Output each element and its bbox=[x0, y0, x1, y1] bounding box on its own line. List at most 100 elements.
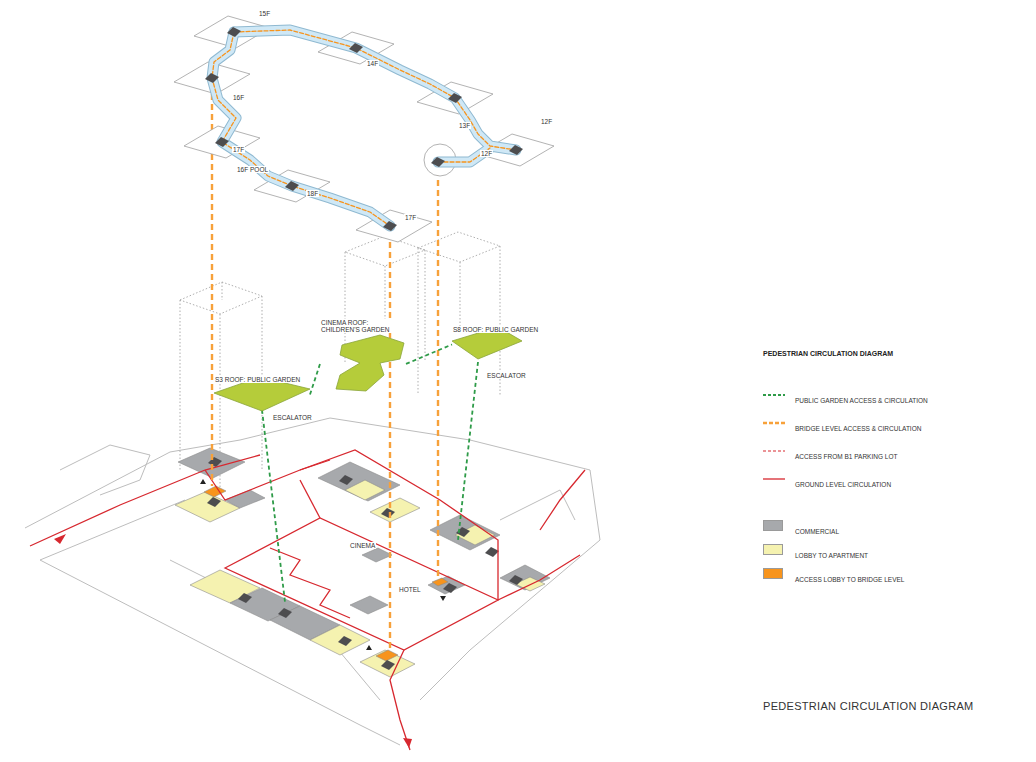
floor-label: 16F POOL bbox=[236, 166, 269, 173]
arrow-head bbox=[403, 738, 412, 748]
cinema-block bbox=[350, 596, 388, 614]
bridge-access bbox=[212, 84, 438, 650]
bridge-route bbox=[212, 32, 390, 226]
garden-access-line bbox=[458, 362, 478, 540]
core bbox=[485, 547, 499, 557]
core bbox=[383, 221, 397, 231]
legend-text: ACCESS FROM B1 PARKING LOT bbox=[795, 451, 897, 463]
core bbox=[431, 157, 445, 167]
site-outline bbox=[25, 418, 600, 745]
garden-link bbox=[406, 344, 452, 363]
floor-label: 12F bbox=[480, 150, 493, 157]
ground-route bbox=[390, 650, 410, 750]
lobby-block bbox=[175, 492, 240, 522]
lobby-block bbox=[345, 480, 385, 500]
legend-text: LOBBY TO APARTMENT bbox=[795, 550, 868, 562]
garden-roof: S3 ROOF: PUBLIC GARDEN bbox=[214, 368, 310, 411]
legend-line-sample bbox=[763, 451, 785, 452]
floor-label: 18F bbox=[306, 190, 319, 197]
escalator-label: ESCALATOR bbox=[486, 372, 527, 379]
ground-circulation bbox=[30, 450, 585, 750]
legend-swatch bbox=[763, 520, 783, 531]
core bbox=[509, 575, 523, 585]
legend-item: BRIDGE LEVEL ACCESS & CIRCULATION bbox=[763, 417, 921, 429]
legend-samples bbox=[763, 395, 785, 479]
bridge-lobby bbox=[376, 650, 398, 661]
cinema-block bbox=[362, 548, 392, 562]
legend-item: ACCESS FROM B1 PARKING LOT bbox=[763, 445, 897, 457]
hotel-block bbox=[428, 576, 465, 594]
bridge-edge bbox=[234, 30, 516, 150]
floor-label: 16F bbox=[232, 94, 245, 101]
bridge-access-line bbox=[389, 232, 391, 650]
ground-route bbox=[300, 480, 320, 518]
lobby-block bbox=[190, 570, 260, 603]
garden-shape bbox=[320, 335, 406, 393]
legend-title: PEDESTRIAN CIRCULATION DIAGRAM bbox=[763, 350, 893, 357]
commercial-block bbox=[318, 462, 400, 501]
route-arrows bbox=[54, 534, 412, 748]
ground-route bbox=[498, 555, 580, 600]
core bbox=[338, 636, 352, 646]
garden-roof: CINEMA ROOF: CHILDREN'S GARDEN bbox=[320, 318, 406, 393]
legend-text: BRIDGE LEVEL ACCESS & CIRCULATION bbox=[795, 423, 921, 435]
legend-swatch bbox=[763, 568, 783, 579]
core bbox=[227, 27, 241, 37]
site-line bbox=[170, 560, 380, 700]
floor-label: 17F bbox=[404, 214, 417, 221]
legend-swatch bbox=[763, 544, 783, 555]
building-label: CINEMA bbox=[349, 542, 376, 549]
entry-mark bbox=[200, 479, 206, 484]
legend-text: PUBLIC GARDEN ACCESS & CIRCULATION bbox=[795, 395, 928, 407]
tower-top bbox=[418, 232, 500, 262]
core bbox=[349, 43, 363, 53]
core bbox=[278, 608, 292, 618]
legend-line-sample bbox=[763, 394, 785, 396]
legend-text: ACCESS LOBBY TO BRIDGE LEVEL bbox=[795, 574, 904, 586]
core bbox=[215, 137, 229, 147]
legend-item: PUBLIC GARDEN ACCESS & CIRCULATION bbox=[763, 389, 928, 401]
diagram-caption: PEDESTRIAN CIRCULATION DIAGRAM bbox=[763, 700, 974, 712]
ground-route bbox=[225, 518, 498, 650]
core bbox=[285, 181, 299, 191]
core bbox=[205, 73, 219, 83]
bridge-lobby bbox=[204, 486, 226, 497]
garden-link bbox=[310, 364, 320, 395]
entry-mark bbox=[366, 645, 372, 650]
bridge-edge bbox=[212, 32, 390, 226]
commercial-block bbox=[430, 515, 500, 550]
garden-access-line bbox=[262, 410, 285, 602]
lobby-block bbox=[455, 525, 495, 545]
core bbox=[207, 497, 221, 507]
floor-label: 17F bbox=[232, 146, 245, 153]
garden-label: S8 ROOF: PUBLIC GARDEN bbox=[452, 326, 539, 333]
core bbox=[509, 145, 523, 155]
legend-line-sample bbox=[763, 478, 785, 479]
floor-label: 13F bbox=[458, 122, 471, 129]
bridge-lobby bbox=[432, 578, 448, 586]
garden-area bbox=[452, 327, 522, 359]
floor-label: 12F bbox=[540, 118, 553, 125]
lobby-block bbox=[360, 650, 415, 677]
bridge bbox=[212, 30, 516, 226]
garden-label: S3 ROOF: PUBLIC GARDEN bbox=[214, 376, 301, 383]
ground-buildings bbox=[175, 448, 550, 677]
site-line bbox=[40, 560, 400, 745]
core bbox=[448, 93, 462, 103]
bridge-deck bbox=[234, 30, 516, 150]
legend-text: COMMERCIAL bbox=[795, 526, 839, 538]
arrow-head bbox=[54, 534, 66, 544]
tower-top bbox=[345, 236, 425, 266]
entry-mark bbox=[440, 596, 446, 601]
garden-area bbox=[336, 335, 404, 391]
core bbox=[381, 660, 395, 670]
floor-label: 15F bbox=[258, 10, 271, 17]
site-line bbox=[60, 445, 150, 495]
legend-item: LOBBY TO APARTMENT bbox=[763, 544, 868, 556]
floor-label: 14F bbox=[366, 60, 379, 67]
commercial-block bbox=[500, 565, 550, 590]
legend-item: COMMERCIAL bbox=[763, 520, 839, 532]
